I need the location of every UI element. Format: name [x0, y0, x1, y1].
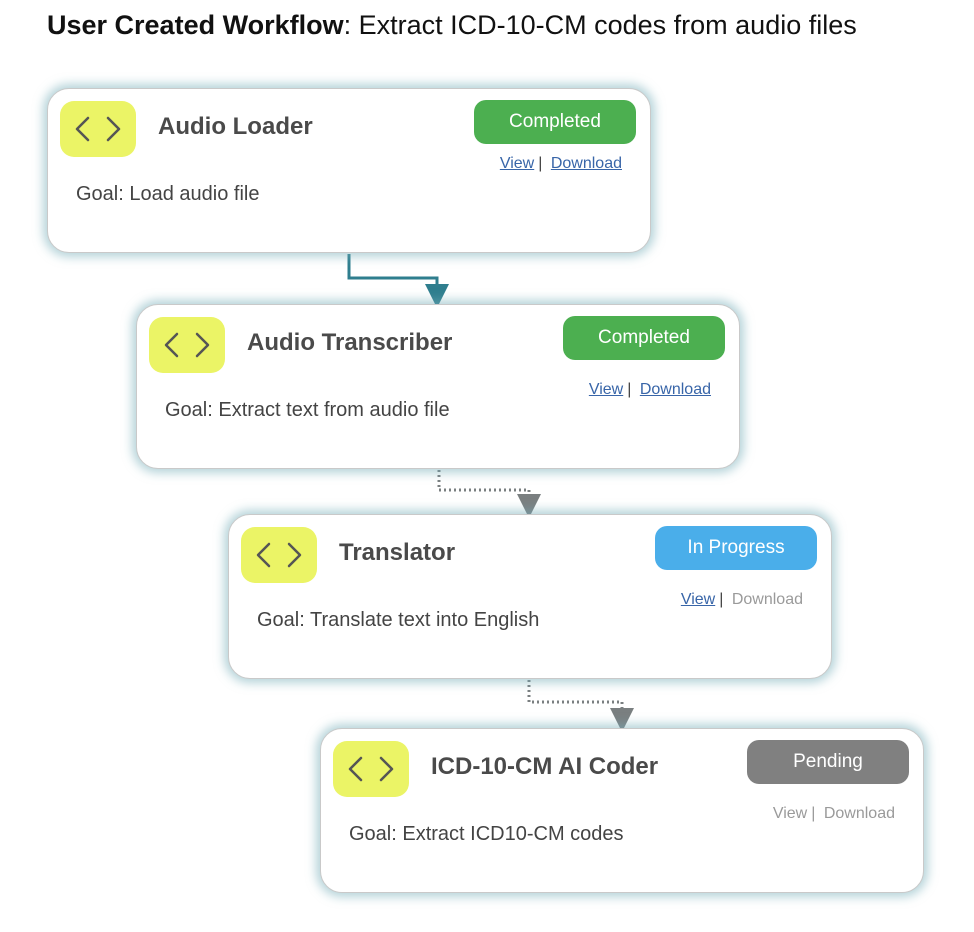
status-badge: Completed [563, 316, 725, 360]
code-brackets-icon [149, 317, 225, 373]
node-links: View| Download [589, 381, 711, 399]
status-badge: In Progress [655, 526, 817, 570]
page-title-rest: : Extract ICD-10-CM codes from audio fil… [343, 10, 857, 40]
node-goal: Goal: Translate text into English [257, 609, 540, 631]
download-link[interactable]: Download [639, 381, 711, 398]
node-links: View| Download [773, 805, 895, 823]
view-link[interactable]: View [680, 591, 716, 608]
node-goal: Goal: Load audio file [76, 183, 260, 205]
node-links: View| Download [500, 155, 622, 173]
node-links: View| Download [681, 591, 803, 609]
edge-loader-to-transcriber [347, 254, 449, 308]
view-link[interactable]: View [499, 155, 535, 172]
node-goal: Goal: Extract text from audio file [165, 399, 450, 421]
edge-transcriber-to-translator [437, 470, 541, 518]
edge-translator-to-coder [527, 680, 634, 732]
status-badge: Completed [474, 100, 636, 144]
node-card-audio-transcriber[interactable]: Audio Transcriber Completed View| Downlo… [136, 304, 740, 469]
code-brackets-icon [241, 527, 317, 583]
node-title: Audio Loader [158, 113, 313, 140]
view-link-disabled: View [772, 805, 808, 822]
node-title: Audio Transcriber [247, 329, 453, 356]
page-title-bold: User Created Workflow [47, 10, 344, 40]
code-brackets-icon [333, 741, 409, 797]
status-badge: Pending [747, 740, 909, 784]
node-card-audio-loader[interactable]: Audio Loader Completed View| Download Go… [47, 88, 651, 253]
node-goal: Goal: Extract ICD10-CM codes [349, 823, 624, 845]
download-link-disabled: Download [731, 591, 803, 608]
download-link[interactable]: Download [550, 155, 622, 172]
link-separator: | [811, 805, 816, 822]
link-separator: | [627, 381, 632, 398]
node-title: ICD-10-CM AI Coder [431, 753, 659, 780]
link-separator: | [719, 591, 724, 608]
download-link-disabled: Download [823, 805, 895, 822]
view-link[interactable]: View [588, 381, 624, 398]
link-separator: | [538, 155, 543, 172]
page-title: User Created Workflow: Extract ICD-10-CM… [47, 10, 857, 41]
node-card-translator[interactable]: Translator In Progress View| Download Go… [228, 514, 832, 679]
code-brackets-icon [60, 101, 136, 157]
node-title: Translator [339, 539, 456, 566]
node-card-icd-coder[interactable]: ICD-10-CM AI Coder Pending View| Downloa… [320, 728, 924, 893]
